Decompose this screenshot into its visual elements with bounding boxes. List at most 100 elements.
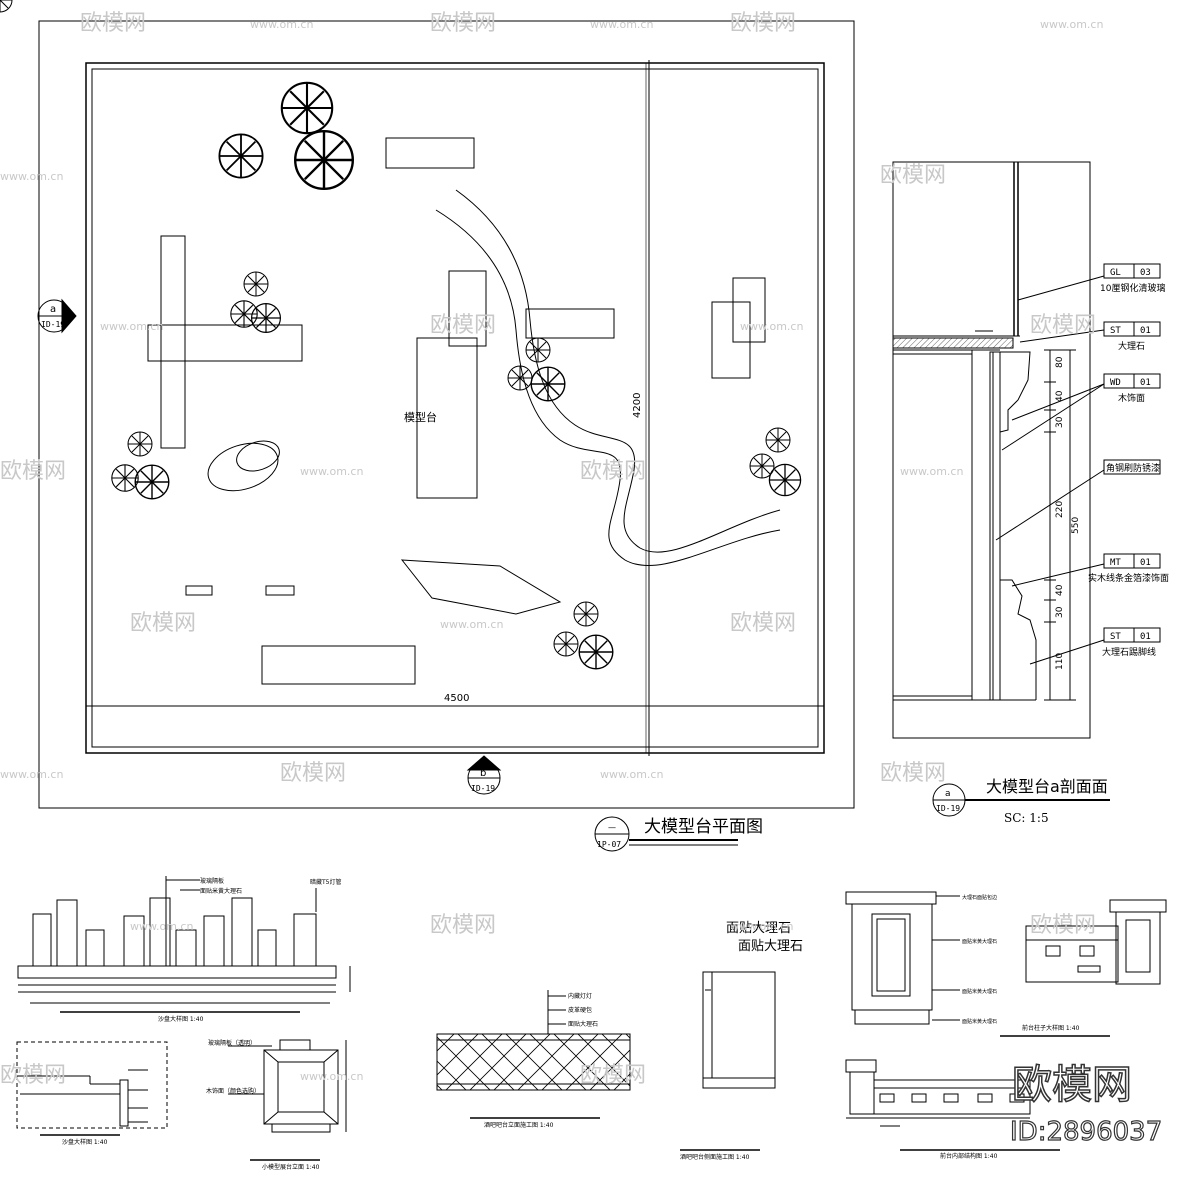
watermark-url: www.om.cn [0, 768, 63, 781]
note: 内藏灯灯 [568, 992, 592, 1000]
watermarks: 欧模网 www.om.cn 欧模网 www.om.cn 欧模网 www.om.c… [0, 11, 1103, 1088]
side-label: 面贴大理石 [726, 921, 791, 936]
marker-b-letter: b [480, 768, 486, 779]
watermark-url: www.om.cn [300, 465, 363, 478]
watermark-brand: 欧模网 [430, 313, 496, 338]
tree-symbol [111, 464, 139, 492]
tag-code: ST [1110, 632, 1121, 642]
watermark-brand: 欧模网 [80, 11, 146, 36]
tag-desc: 角钢刷防锈漆 [1106, 462, 1160, 474]
model-block [185, 585, 213, 596]
tree-symbol [0, 0, 13, 13]
section-dim: 220 [1055, 501, 1065, 518]
note: 玻璃隔板 [200, 877, 224, 885]
tag-code: ST [1110, 326, 1121, 336]
watermark-brand: 欧模网 [0, 1063, 66, 1088]
note: 面贴米黄大理石 [962, 988, 997, 995]
watermark-brand: 欧模网 [880, 761, 946, 786]
marker-b-ref: ID-19 [471, 784, 495, 793]
detail-bar-elevation [436, 990, 631, 1119]
note: 木饰面（颜色选购） [206, 1087, 260, 1095]
detail-title: 前台内部结构图 1:40 [940, 1152, 998, 1160]
detail-title: 沙盘大样图 1:40 [158, 1015, 204, 1023]
tree-symbol [768, 463, 802, 497]
tree-symbol [553, 631, 579, 657]
model-block [265, 585, 295, 596]
watermark-brand: 欧模网 [730, 11, 796, 36]
tree-symbol [573, 601, 599, 627]
tag-desc: 10厘钢化清玻璃 [1100, 282, 1165, 294]
section-dim: 80 [1055, 356, 1065, 368]
tag-desc: 大理石踢脚线 [1102, 646, 1156, 658]
watermark-brand: 欧模网 [880, 163, 946, 188]
detail-title: 沙盘大样图 1:40 [62, 1138, 108, 1146]
marker-a-letter: a [50, 304, 56, 315]
winding-path-edge [455, 189, 781, 553]
note: 皮革硬包 [568, 1006, 592, 1014]
model-block [732, 277, 766, 343]
tree-symbol [230, 300, 258, 328]
model-block [448, 270, 487, 347]
tree-symbol [243, 271, 269, 297]
tag-desc: 木饰面 [1118, 392, 1145, 404]
model-block-angled [400, 559, 562, 615]
tree-symbol [134, 464, 170, 500]
watermark-url: www.om.cn [590, 18, 653, 31]
pond-shape-inner [236, 440, 280, 472]
plan-trees [111, 81, 802, 670]
detail-sandtable-section [16, 1041, 168, 1136]
watermark-url: www.om.cn [440, 618, 503, 631]
tag-code: MT [1110, 558, 1121, 568]
tag-num: 03 [1140, 268, 1151, 278]
upper-moulding [999, 351, 1031, 433]
section-badge-letter: a [945, 789, 951, 799]
plan-badge-bottom: 1P-07 [597, 840, 621, 849]
tag-num: 01 [1140, 378, 1151, 388]
model-block [416, 337, 478, 499]
watermark-url: www.om.cn [250, 18, 313, 31]
dim-label-width: 4500 [444, 693, 469, 704]
section-dim: 110 [1055, 653, 1065, 670]
tree-symbol [530, 366, 566, 402]
note: 玻璃隔板（透明） [208, 1039, 256, 1047]
marker-a-ref: ID-19 [41, 320, 65, 329]
watermark-brand: 欧模网 [580, 1063, 646, 1088]
plan-table-outline [85, 62, 825, 754]
watermark-url: www.om.cn [100, 320, 163, 333]
detail-title: 前台柱子大样图 1:40 [1022, 1024, 1080, 1032]
tag-desc: 实木线条金箔漆饰面 [1088, 572, 1169, 584]
model-block [525, 308, 615, 339]
section-marker-a [37, 298, 77, 334]
watermark-brand: 欧模网 [1030, 313, 1096, 338]
detail-title: 酒吧吧台侧面施工图 1:40 [680, 1153, 750, 1161]
note: 面贴大理石 [568, 1020, 598, 1028]
pond-shape [207, 442, 279, 492]
watermark-brand: 欧模网 [430, 11, 496, 36]
steel-angle [989, 351, 1001, 701]
tree-symbol [525, 337, 551, 363]
note: 大理石面贴包边 [962, 894, 997, 901]
tree-symbol [507, 365, 533, 391]
watermark-url: www.om.cn [300, 1070, 363, 1083]
detail-counter-structure [845, 1059, 1060, 1151]
watermark-url: www.om.cn [600, 768, 663, 781]
tree-symbol [765, 427, 791, 453]
section-dim: 550 [1071, 517, 1081, 534]
note: 面贴米黄大理石 [962, 938, 997, 945]
section-dim: 40 [1055, 390, 1065, 402]
note: 面贴米黄大理石 [962, 1018, 997, 1025]
section-badge-ref: ID-19 [936, 804, 960, 813]
detail-counter-column [845, 891, 1167, 1037]
section-scale: SC: 1:5 [1004, 811, 1049, 825]
watermark-brand: 欧模网 [0, 459, 66, 484]
tree-symbol [127, 431, 153, 457]
note: 面贴米黄大理石 [200, 887, 242, 895]
plan-view [0, 0, 855, 809]
dim-label-height: 4200 [632, 393, 643, 418]
watermark-url: www.om.cn [1040, 18, 1103, 31]
model-block [147, 324, 303, 362]
leader-line [1017, 275, 1105, 301]
model-block [711, 301, 751, 379]
watermark-id: ID:2896037 [1010, 1117, 1162, 1147]
